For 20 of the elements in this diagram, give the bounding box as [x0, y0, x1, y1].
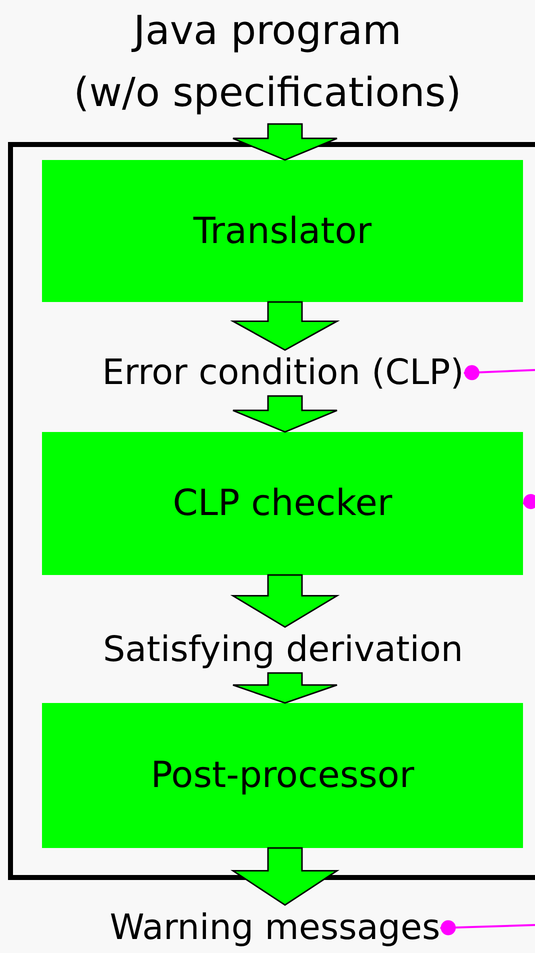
system-frame — [8, 142, 535, 880]
block-arrow — [232, 123, 338, 161]
process-box — [42, 703, 523, 848]
leader-line — [464, 365, 535, 380]
box-title: Translator — [193, 210, 372, 254]
leader-line — [440, 920, 535, 936]
block-arrow — [230, 847, 340, 906]
process-box — [42, 432, 523, 575]
block-arrow — [230, 574, 340, 628]
block-arrow — [230, 301, 340, 351]
block-arrow — [232, 395, 338, 433]
input-label: Java program (w/o specifications) — [74, 7, 462, 118]
block-arrow — [232, 672, 338, 704]
leader-line — [522, 494, 535, 510]
box-title: Post-processor — [150, 754, 414, 798]
output-label: Warning messages — [110, 907, 440, 950]
intermediate-label: Error condition (CLP) — [102, 352, 464, 395]
box-title: CLP checker — [172, 482, 392, 526]
process-box — [42, 160, 523, 302]
intermediate-label: Satisfying derivation — [102, 629, 464, 672]
